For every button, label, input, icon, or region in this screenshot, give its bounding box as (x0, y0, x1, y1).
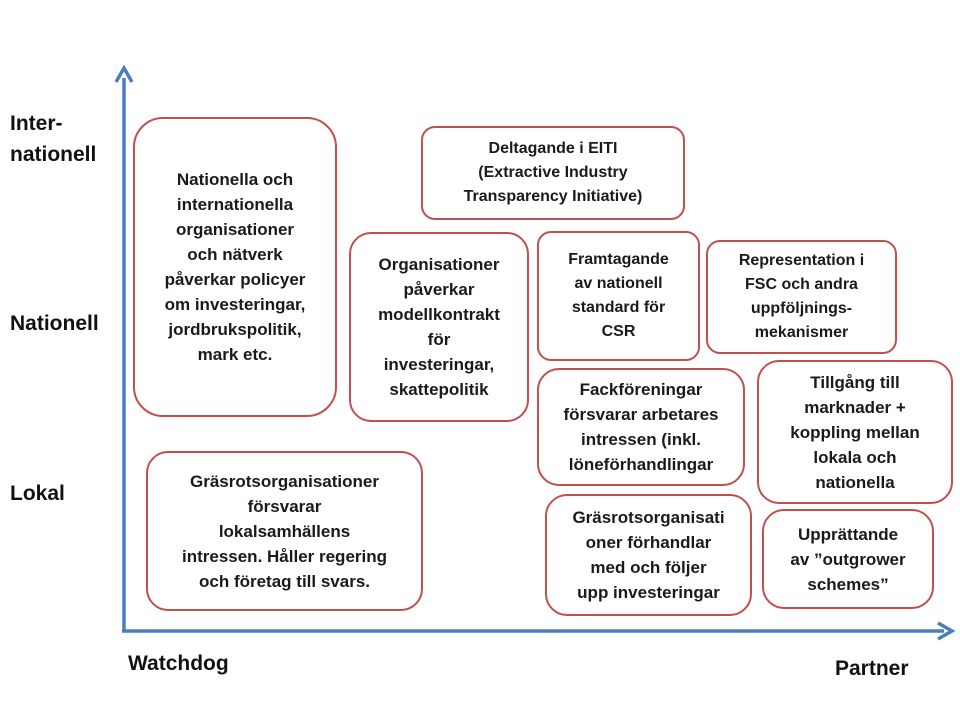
y-label-local: Lokal (10, 482, 65, 505)
box-grasrot-forhandlar: Gräsrotsorganisati oner förhandlar med o… (545, 494, 752, 616)
x-axis-arrow (122, 621, 956, 641)
x-label-watchdog: Watchdog (128, 652, 229, 675)
y-label-international: Inter- nationell (10, 112, 97, 166)
box-nationella-organisationer: Nationella och internationella organisat… (133, 117, 337, 417)
box-eiti: Deltagande i EITI (Extractive Industry T… (421, 126, 685, 220)
y-axis-arrow (114, 64, 134, 632)
box-modellkontrakt: Organisationer påverkar modellkontrakt f… (349, 232, 529, 422)
box-outgrower: Upprättande av ”outgrower schemes” (762, 509, 934, 609)
box-marknader: Tillgång till marknader + koppling mella… (757, 360, 953, 504)
y-label-national: Nationell (10, 312, 99, 335)
box-fackforeningar: Fackföreningar försvarar arbetares intre… (537, 368, 745, 486)
box-grasrot-forsvarar: Gräsrotsorganisationer försvarar lokalsa… (146, 451, 423, 611)
box-csr-standard: Framtagande av nationell standard för CS… (537, 231, 700, 361)
box-fsc: Representation i FSC och andra uppföljni… (706, 240, 897, 354)
x-label-partner: Partner (835, 657, 909, 680)
